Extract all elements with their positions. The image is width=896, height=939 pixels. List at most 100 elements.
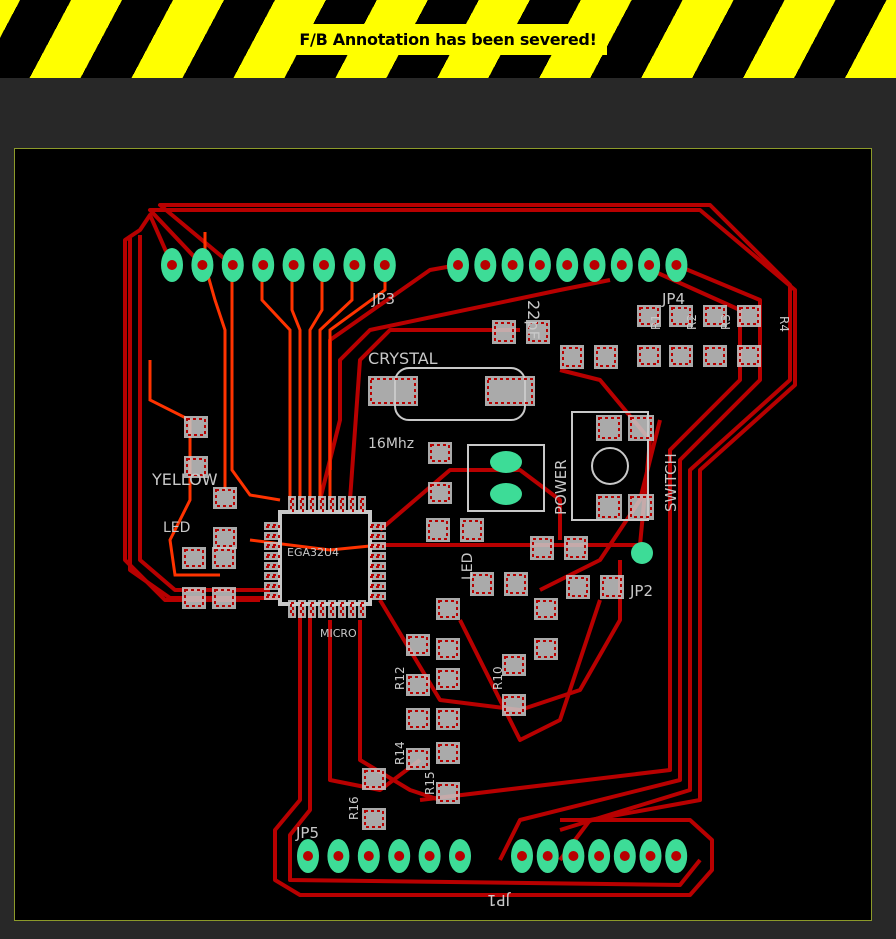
smd-pad (436, 782, 460, 804)
smd-pad-hatch (186, 458, 206, 476)
smd-pad-hatch (214, 549, 234, 567)
smd-pad (436, 708, 460, 730)
label-led2: LED (460, 553, 476, 580)
drill-hole (534, 260, 545, 270)
label-jp2: JP2 (629, 582, 653, 600)
smd-pad (436, 598, 460, 620)
label-r1: R1 (649, 314, 663, 330)
smd-pad-hatch (430, 484, 450, 502)
label-r10: R10 (491, 666, 505, 690)
trace (318, 278, 611, 501)
drill-hole (258, 260, 269, 270)
smd-pad-hatch (360, 498, 364, 512)
smd-pad-hatch (598, 496, 620, 518)
silkscreen-labels: JP3 JP4 JP5 JP1 JP2 CRYSTAL 16Mhz YELLOW… (151, 290, 791, 909)
smd-pad-hatch (408, 710, 428, 728)
smd-pad-hatch (364, 810, 384, 828)
smd-pad-hatch (266, 534, 280, 538)
smd-pad (213, 487, 237, 509)
label-cap: 22pF (524, 300, 543, 340)
label-r16: R16 (347, 796, 361, 820)
drill-hole (542, 851, 553, 861)
drill-hole (363, 851, 374, 861)
smd-pad-hatch (408, 750, 428, 768)
smd-pad (534, 598, 558, 620)
drill-hole (616, 260, 627, 270)
smd-pad (436, 742, 460, 764)
smd-pad-hatch (639, 347, 659, 365)
smd-pad (212, 587, 236, 609)
drill-hole (379, 260, 390, 270)
label-jp3: JP3 (371, 290, 395, 308)
smd-pad-hatch (320, 498, 324, 512)
smd-pad-hatch (739, 307, 759, 325)
smd-pad-hatch (639, 307, 659, 325)
smd-pad-hatch (472, 574, 492, 594)
drill-hole (227, 260, 238, 270)
power-outline (467, 444, 545, 512)
trace (288, 610, 702, 887)
smd-pad-hatch (370, 574, 384, 578)
smd-pad (406, 674, 430, 696)
smd-pad (534, 638, 558, 660)
warning-message: F/B Annotation has been severed! (289, 23, 607, 55)
smd-pad-hatch (310, 498, 314, 512)
smd-pad-hatch (370, 564, 384, 568)
smd-pad-hatch (214, 589, 234, 607)
trace (328, 620, 422, 792)
pads (161, 248, 761, 873)
smd-pad-hatch (310, 602, 314, 616)
drill-hole (568, 851, 579, 861)
trace (458, 599, 602, 742)
smd-pad-hatch (566, 538, 586, 558)
trace (308, 265, 324, 500)
smd-pad (737, 305, 761, 327)
drill-hole (349, 260, 360, 270)
smd-pad-hatch (370, 554, 384, 558)
label-r14: R14 (393, 741, 407, 765)
label-yellow: YELLOW (151, 470, 218, 489)
smd-pad-hatch (438, 670, 458, 688)
smd-pad-hatch (536, 640, 556, 658)
smd-pad-hatch (739, 347, 759, 365)
smd-pad (485, 376, 535, 406)
smd-pad-hatch (360, 602, 364, 616)
smd-pad (428, 442, 452, 464)
smd-pad (637, 345, 661, 367)
drill-hole (319, 260, 329, 270)
drill-hole (453, 260, 463, 270)
smd-pad-hatch (370, 544, 384, 548)
trace (498, 263, 762, 861)
smd-pad (703, 345, 727, 367)
label-r4: R4 (777, 316, 791, 332)
smd-pad-hatch (506, 574, 526, 594)
smd-pad-hatch (598, 417, 620, 439)
warning-message-container: F/B Annotation has been severed! (0, 0, 896, 78)
smd-pad-hatch (350, 498, 354, 512)
drill-hole (480, 260, 491, 270)
smd-pad-hatch (596, 347, 616, 367)
trace (260, 265, 292, 500)
drill-hole (619, 851, 630, 861)
drill-hole (594, 851, 605, 861)
smd-pad-hatch (290, 602, 294, 616)
smd-pad-hatch (266, 564, 280, 568)
smd-pad-hatch (528, 322, 548, 342)
drill-hole (671, 260, 682, 270)
drill-hole (507, 260, 518, 270)
label-led1: LED (163, 520, 190, 536)
label-r12: R12 (393, 666, 407, 690)
smd-pad-hatch (370, 524, 384, 528)
smd-pad (182, 587, 206, 609)
drill-hole (671, 851, 682, 861)
trace (148, 208, 797, 862)
smd-pad-hatch (266, 594, 280, 598)
smd-pad (502, 694, 526, 716)
drill-hole (562, 260, 573, 270)
smd-pad (406, 634, 430, 656)
smd-pad-hatch (266, 554, 280, 558)
smd-pad-hatch (487, 378, 533, 404)
label-r3: R3 (719, 314, 733, 330)
switch-knob (591, 447, 629, 485)
